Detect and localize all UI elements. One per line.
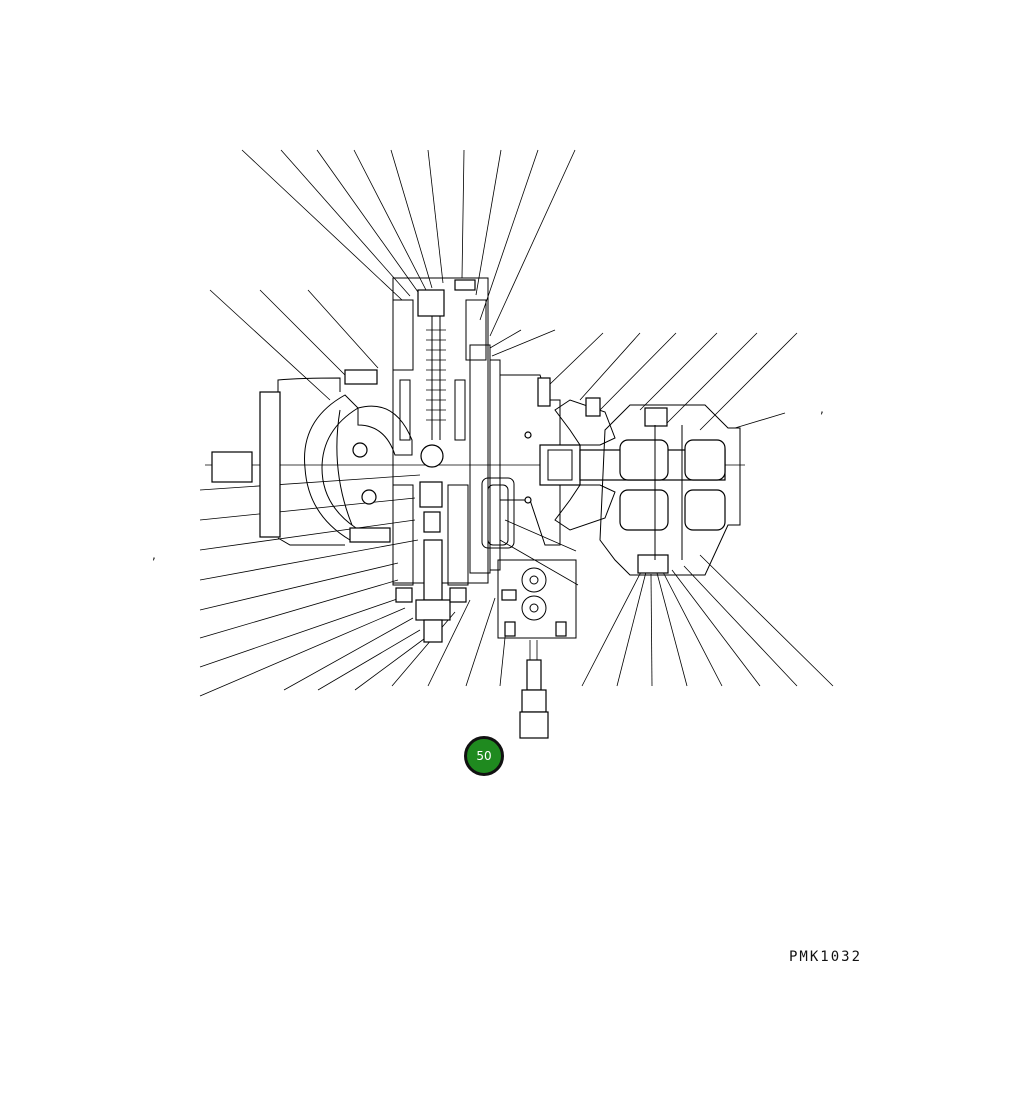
leader-lines-top [209,149,798,431]
valve-block [497,559,577,739]
regulator-block [392,277,489,643]
leader-lines-bottom [283,519,834,691]
gear-pump-body [599,404,741,576]
swash-housing [304,369,444,543]
left-shaft-end [211,377,345,546]
leader-lines-left [199,474,421,697]
stray-mark-left: , [152,548,156,562]
drawing-code: PMK1032 [789,949,863,965]
stray-mark-top-right: , [820,402,824,416]
port-plate [469,344,515,574]
callout-badge-50[interactable]: 50 [464,736,504,776]
